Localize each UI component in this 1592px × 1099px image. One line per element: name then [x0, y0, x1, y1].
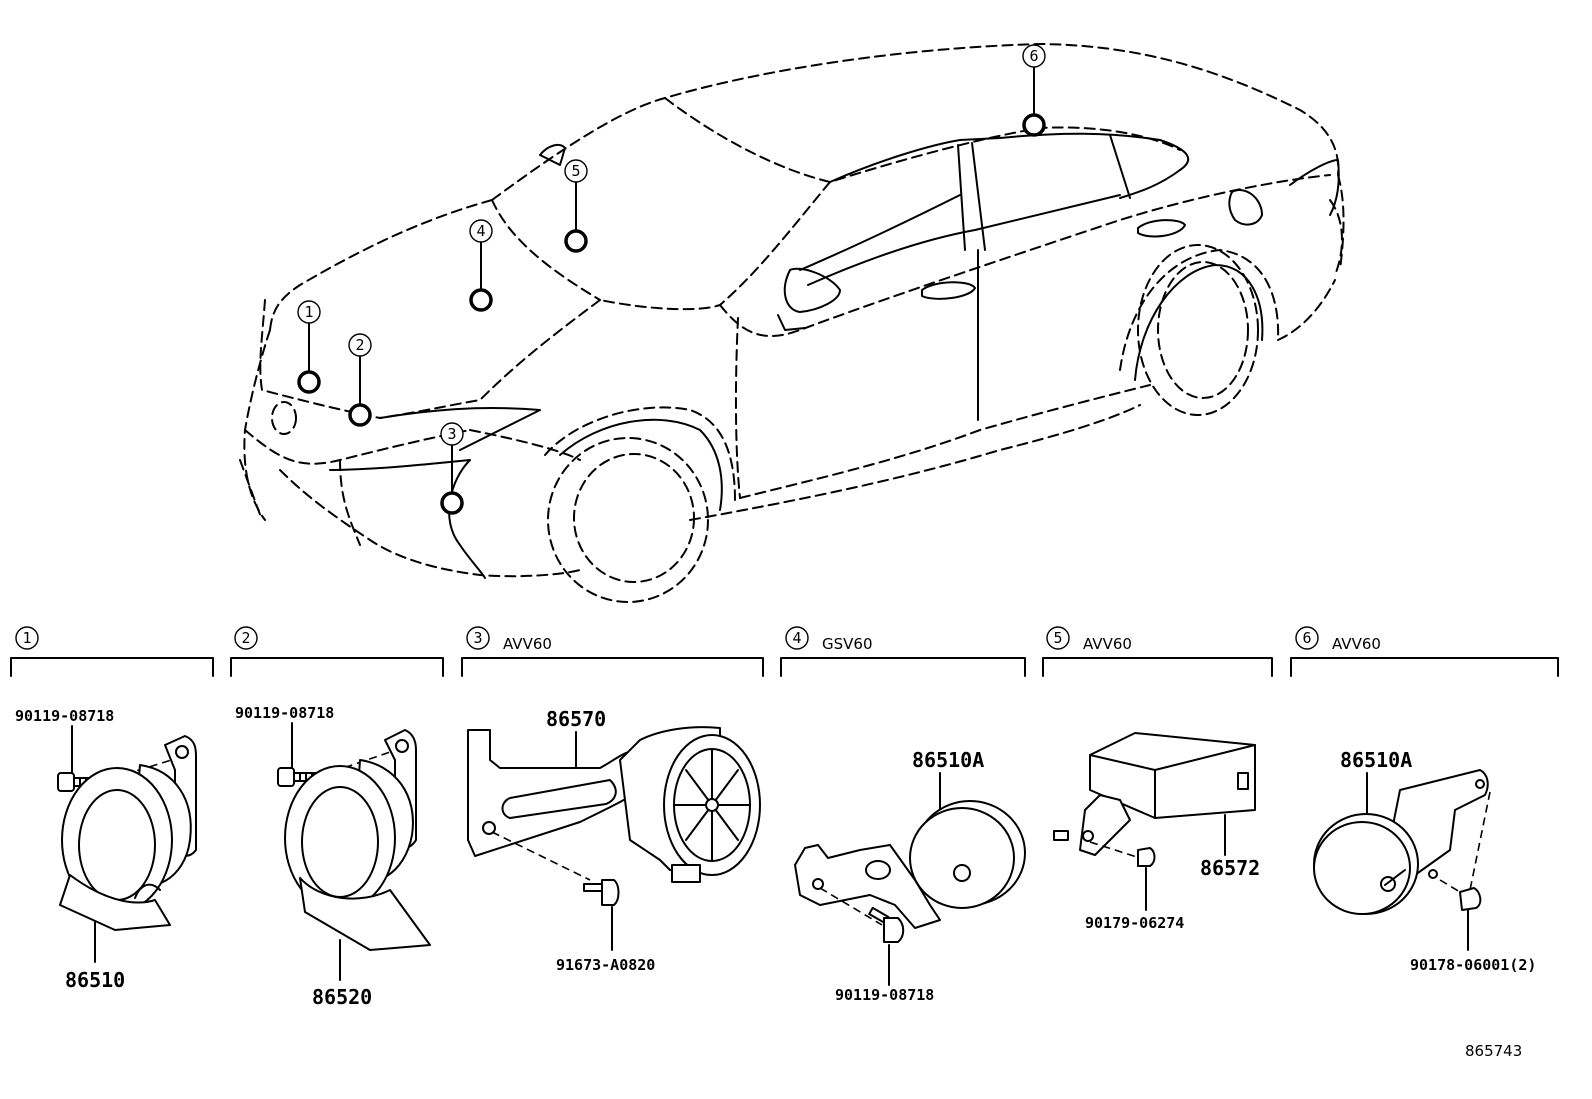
location-5-marker	[564, 229, 588, 253]
location-1-marker	[297, 370, 321, 394]
s5-nut-icon	[1137, 847, 1156, 867]
callout-4	[469, 219, 493, 243]
section-6-number: 6	[1302, 629, 1311, 647]
section-5-label: AVV60	[1083, 635, 1132, 653]
callout-5	[564, 159, 588, 183]
s2-bolt-part-number: 90119-08718	[235, 704, 334, 722]
s6-nut-icon	[1459, 887, 1482, 911]
callout-4-number: 4	[476, 222, 485, 240]
callout-5-number: 5	[571, 162, 580, 180]
section-3-number: 3	[473, 629, 482, 647]
s3-screw-part-number: 91673-A0820	[556, 956, 655, 974]
section-4-callout	[785, 626, 809, 650]
section-1-number: 1	[22, 629, 31, 647]
section-1-callout	[15, 626, 39, 650]
section-4-horn-assembly: 86510A 90119-08718	[794, 748, 1026, 1004]
s3-screw-icon	[583, 879, 620, 906]
callout-1	[297, 300, 321, 324]
callout-3	[440, 422, 464, 446]
section-6-callout	[1295, 626, 1319, 650]
callout-3-number: 3	[447, 425, 456, 443]
callout-2	[348, 333, 372, 357]
diagram-reference-number: 865743	[1465, 1042, 1522, 1060]
section-6-label: AVV60	[1332, 635, 1381, 653]
section-5-callout	[1046, 626, 1070, 650]
callout-6-number: 6	[1029, 47, 1038, 65]
section-2-callout	[234, 626, 258, 650]
s4-bolt-part-number: 90119-08718	[835, 986, 934, 1004]
s4-horn-part-number: 86510A	[912, 748, 984, 772]
section-2-horn-assembly: 90119-08718 86520	[235, 704, 431, 1009]
section-2-number: 2	[241, 629, 250, 647]
s3-unit-part-number: 86570	[546, 707, 606, 731]
section-4-number: 4	[792, 629, 801, 647]
s2-horn-part-number: 86520	[312, 985, 372, 1009]
section-3-unit-assembly: 86570 91673-A0820	[467, 707, 761, 974]
section-1-horn-assembly: 90119-08718 86510	[15, 707, 197, 992]
section-3-callout	[466, 626, 490, 650]
section-headers: 1 2 3 AVV60 4 GSV60 5 AVV60 6 AVV60	[10, 626, 1559, 677]
section-3-label: AVV60	[503, 635, 552, 653]
location-4-marker	[469, 288, 493, 312]
s5-box-part-number: 86572	[1200, 856, 1260, 880]
section-4-label: GSV60	[822, 635, 873, 653]
s6-nut-part-number: 90178-06001(2)	[1410, 956, 1536, 974]
s1-horn-part-number: 86510	[65, 968, 125, 992]
car-outline	[239, 43, 1345, 603]
s6-horn-part-number: 86510A	[1340, 748, 1412, 772]
location-6-marker	[1022, 113, 1046, 137]
callout-1-number: 1	[304, 303, 313, 321]
location-2-marker	[348, 403, 372, 427]
callout-2-number: 2	[355, 336, 364, 354]
s5-nut-part-number: 90179-06274	[1085, 914, 1184, 932]
location-3-marker	[440, 491, 464, 515]
section-5-box-assembly: 90179-06274 86572	[1053, 732, 1260, 932]
car-location-markers: 1 2 3 4 5 6	[297, 44, 1046, 515]
section-5-number: 5	[1053, 629, 1062, 647]
s1-bolt-part-number: 90119-08718	[15, 707, 114, 725]
s4-bolt-icon	[868, 906, 905, 943]
callout-6	[1022, 44, 1046, 68]
section-6-horn-assembly: 86510A 90178-06001(2)	[1313, 748, 1536, 974]
